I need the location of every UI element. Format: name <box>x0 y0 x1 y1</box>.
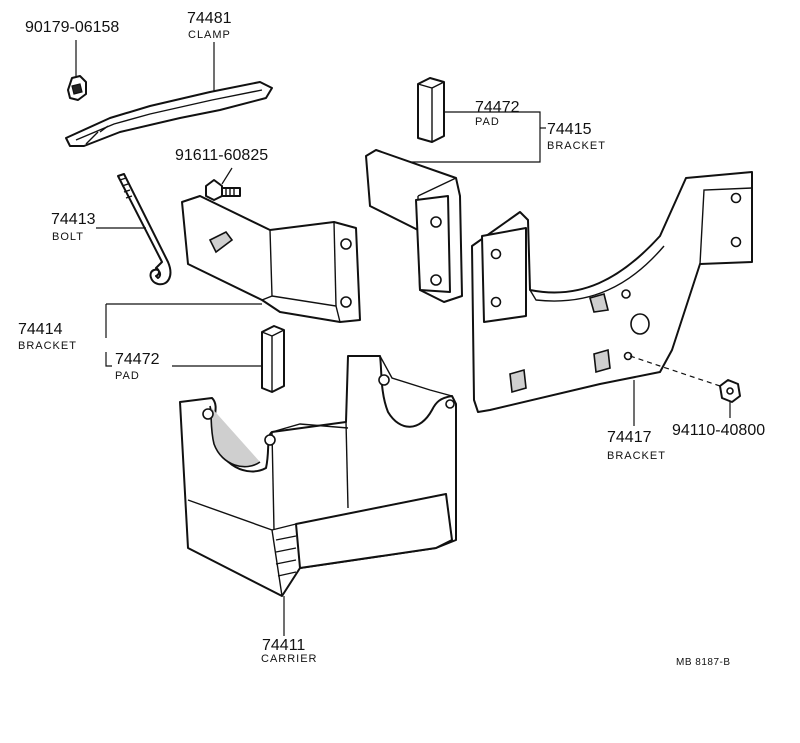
part-number-74413: 74413 <box>51 211 96 228</box>
bracket-left-icon <box>106 195 361 323</box>
part-name-clamp: CLAMP <box>188 29 231 41</box>
pad-lower-icon <box>172 325 285 393</box>
clip-icon <box>67 40 87 101</box>
pad-upper-icon <box>417 77 472 143</box>
part-name-bracket-left: BRACKET <box>18 340 77 352</box>
bracket-upper-icon <box>365 111 546 303</box>
part-number-74472-lower: 74472 <box>115 351 160 368</box>
document-code: MB 8187-B <box>676 657 731 668</box>
part-number-91611-60825: 91611-60825 <box>175 147 269 164</box>
part-number-74481: 74481 <box>187 10 232 27</box>
leader-74472-lower <box>105 352 112 367</box>
screw-icon <box>205 167 241 201</box>
bracket-right-icon <box>471 171 753 426</box>
part-name-bolt: BOLT <box>52 231 84 243</box>
part-number-74414: 74414 <box>18 321 63 338</box>
part-name-pad-lower: PAD <box>115 370 140 382</box>
battery-carrier-icon <box>179 355 457 636</box>
j-bolt-icon <box>96 173 172 286</box>
part-number-74411: 74411 <box>262 637 306 654</box>
part-number-90179-06158: 90179-06158 <box>25 19 120 36</box>
part-name-bracket-right: BRACKET <box>607 450 666 462</box>
part-number-74472-upper: 74472 <box>475 99 520 116</box>
part-number-74417: 74417 <box>607 429 652 446</box>
nut-icon <box>629 355 741 418</box>
clamp-icon <box>65 42 273 147</box>
part-name-pad-upper: PAD <box>475 116 500 128</box>
part-number-74415: 74415 <box>547 121 592 138</box>
part-name-carrier: CARRIER <box>261 653 318 665</box>
part-number-94110-40800: 94110-40800 <box>672 422 766 439</box>
part-name-bracket-upper: BRACKET <box>547 140 606 152</box>
